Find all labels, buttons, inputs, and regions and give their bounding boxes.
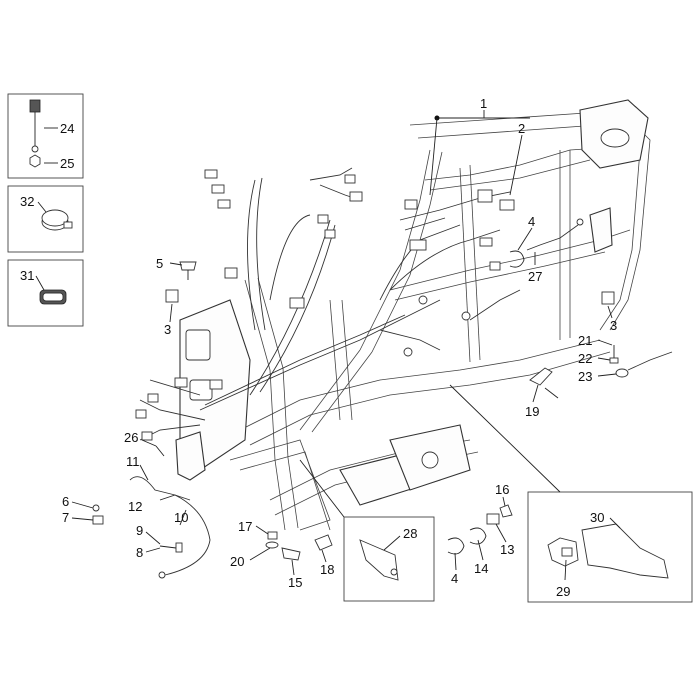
label-6: 6 bbox=[62, 494, 69, 509]
inset-box-24-25 bbox=[7, 93, 84, 179]
label-27: 27 bbox=[528, 269, 542, 284]
label-9: 9 bbox=[136, 523, 143, 538]
detail-box-29-30 bbox=[449, 384, 693, 603]
label-10: 10 bbox=[174, 510, 188, 525]
label-22: 22 bbox=[578, 351, 592, 366]
leader-lines bbox=[35, 110, 621, 581]
label-16: 16 bbox=[495, 482, 509, 497]
label-2: 2 bbox=[518, 121, 525, 136]
label-3-right: 3 bbox=[610, 318, 617, 333]
inset-box-32 bbox=[7, 185, 84, 253]
scooter-frame bbox=[175, 99, 651, 531]
label-26: 26 bbox=[124, 430, 138, 445]
label-3-left: 3 bbox=[164, 322, 171, 337]
label-5: 5 bbox=[156, 256, 163, 271]
callout-labels: 1 2 4 27 5 3 3 21 22 23 19 24 25 32 31 2… bbox=[20, 96, 617, 599]
label-7: 7 bbox=[62, 510, 69, 525]
label-8: 8 bbox=[136, 545, 143, 560]
label-4-upper: 4 bbox=[528, 214, 535, 229]
label-28: 28 bbox=[403, 526, 417, 541]
label-21: 21 bbox=[578, 333, 592, 348]
label-4-lower: 4 bbox=[451, 571, 458, 586]
detail-box-28 bbox=[299, 459, 435, 602]
label-19: 19 bbox=[525, 404, 539, 419]
label-32: 32 bbox=[20, 194, 34, 209]
label-29: 29 bbox=[556, 584, 570, 599]
label-18: 18 bbox=[320, 562, 334, 577]
label-25: 25 bbox=[60, 156, 74, 171]
label-13: 13 bbox=[500, 542, 514, 557]
label-31: 31 bbox=[20, 268, 34, 283]
label-30: 30 bbox=[590, 510, 604, 525]
inset-box-31 bbox=[7, 259, 84, 327]
loose-parts bbox=[92, 218, 673, 579]
label-14: 14 bbox=[474, 561, 488, 576]
label-11: 11 bbox=[126, 454, 140, 469]
label-15: 15 bbox=[288, 575, 302, 590]
label-1: 1 bbox=[480, 96, 487, 111]
label-24: 24 bbox=[60, 121, 74, 136]
label-20: 20 bbox=[230, 554, 244, 569]
label-12: 12 bbox=[128, 499, 142, 514]
wiring-harness bbox=[135, 167, 521, 441]
label-17: 17 bbox=[238, 519, 252, 534]
label-23: 23 bbox=[578, 369, 592, 384]
